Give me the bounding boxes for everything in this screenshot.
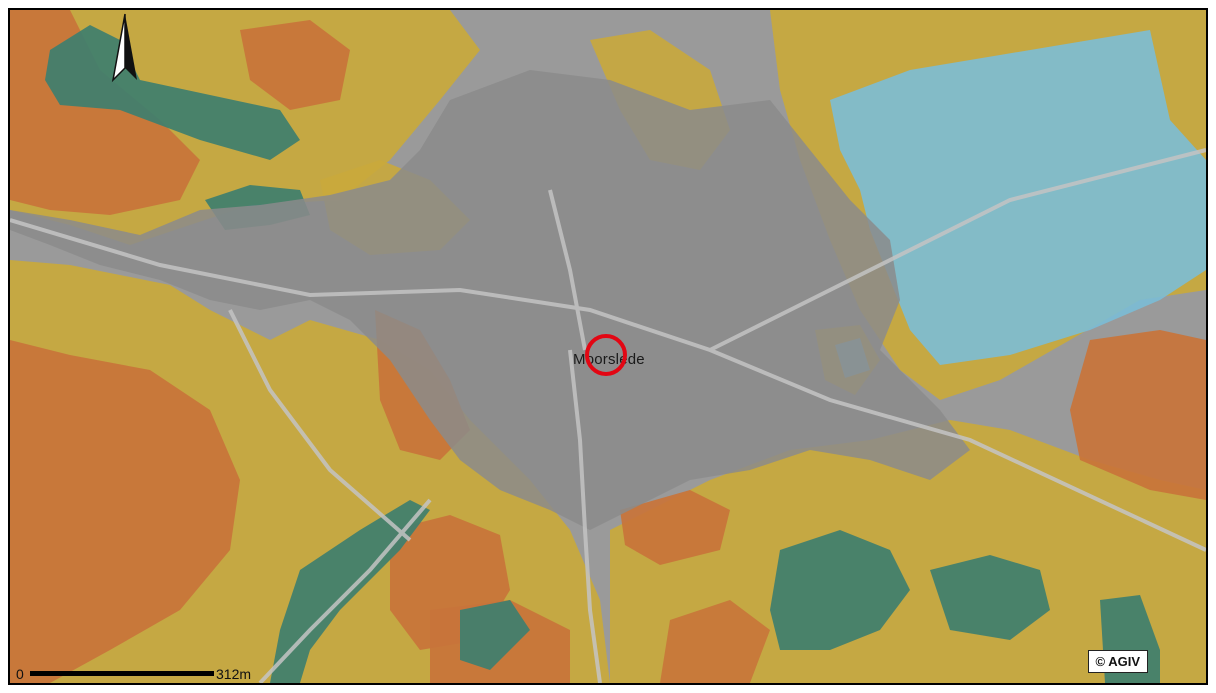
soil-zone-orange [620, 490, 730, 565]
map-canvas[interactable] [10, 10, 1206, 683]
soil-zone-orange [1070, 330, 1206, 500]
scale-end-label: 312m [216, 666, 252, 682]
scale-bar: 0 312m [10, 661, 270, 683]
soil-zone-teal [770, 530, 910, 650]
soil-zone-orange [660, 600, 770, 683]
location-circle-icon[interactable] [585, 334, 627, 376]
soil-zone-teal [45, 25, 300, 160]
map-frame[interactable]: Moorslede 0 312m © AGIV [8, 8, 1208, 685]
urban-core [10, 70, 970, 530]
soil-zone-teal [460, 600, 530, 670]
north-arrow-icon [109, 12, 141, 84]
soil-zone-orange [10, 340, 240, 683]
road-network [10, 148, 1206, 683]
scale-start-label: 0 [16, 666, 24, 682]
soil-zone-teal [930, 555, 1050, 640]
scale-line [30, 671, 214, 676]
attribution-badge: © AGIV [1087, 650, 1148, 673]
soil-zone-yellow [610, 420, 1206, 683]
soil-zone-orange [240, 20, 350, 110]
